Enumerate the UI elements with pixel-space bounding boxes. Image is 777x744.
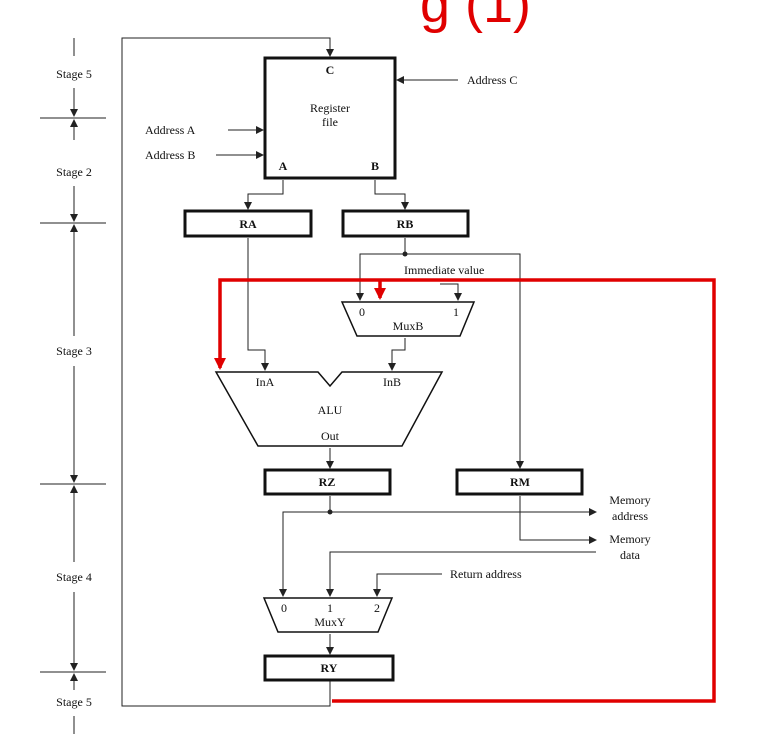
stage-timeline: Stage 5 Stage 2 Stage 3 Stage 4 Stage 5	[40, 38, 106, 734]
memory-data-label: data	[620, 548, 641, 562]
muxb-label: MuxB	[393, 319, 424, 333]
mux-y	[262, 597, 394, 633]
port-c-label: C	[326, 63, 335, 77]
stage-label: Stage 4	[56, 570, 92, 584]
rm-to-memory-data	[519, 496, 597, 544]
register-file: C Register file A B	[263, 56, 397, 180]
register-ry	[263, 654, 395, 682]
alu-in-a: InA	[256, 375, 275, 389]
memory-to-muxy-1	[326, 551, 596, 597]
return-address-label: Return address	[450, 567, 522, 581]
register-ra	[183, 209, 313, 238]
rf-to-ra	[244, 180, 284, 210]
register-file-box	[263, 56, 397, 180]
register-rm-label: RM	[510, 475, 530, 489]
muxb-to-alu	[388, 338, 406, 371]
stage-label: Stage 2	[56, 165, 92, 179]
return-address-to-muxy-2	[373, 573, 442, 597]
register-file-title: file	[322, 115, 338, 129]
alu-in-b: InB	[383, 375, 401, 389]
register-ra-label: RA	[239, 217, 257, 231]
register-rz-label: RZ	[319, 475, 336, 489]
register-rz	[263, 468, 392, 496]
address-b-label: Address B	[145, 148, 195, 162]
title-fragment: g (1)	[420, 0, 531, 34]
muxb-input-0: 0	[359, 305, 365, 319]
muxy-input-1: 1	[327, 601, 333, 615]
address-a-label: Address A	[145, 123, 196, 137]
alu-out-label: Out	[321, 429, 340, 443]
immediate-to-muxb-1	[440, 283, 462, 301]
stage-label: Stage 5	[56, 67, 92, 81]
stage-label: Stage 3	[56, 344, 92, 358]
memory-data-label: Memory	[609, 532, 650, 546]
muxy-input-2: 2	[374, 601, 380, 615]
alu	[214, 371, 444, 447]
register-rb-label: RB	[397, 217, 414, 231]
register-file-title: Register	[310, 101, 350, 115]
muxb-input-1: 1	[453, 305, 459, 319]
register-ry-label: RY	[321, 661, 338, 675]
port-b-label: B	[371, 159, 379, 173]
stage-label: Stage 5	[56, 695, 92, 709]
memory-address-label: Memory	[609, 493, 650, 507]
ra-to-alu	[247, 238, 269, 371]
rz-to-muxy-0	[279, 511, 330, 597]
rb-to-muxb-0	[356, 253, 405, 301]
register-rb	[341, 209, 470, 238]
memory-address-label: address	[612, 509, 648, 523]
rb-to-rm	[405, 253, 524, 469]
immediate-value-label: Immediate value	[404, 263, 484, 277]
writeback-path	[121, 37, 334, 707]
alu-label: ALU	[318, 403, 343, 417]
muxy-label: MuxY	[314, 615, 346, 629]
muxy-input-0: 0	[281, 601, 287, 615]
address-c-label: Address C	[467, 73, 517, 87]
rf-to-rb	[374, 180, 409, 210]
port-a-label: A	[279, 159, 288, 173]
forwarding-path-to-alu	[214, 278, 716, 703]
mux-b	[340, 301, 476, 337]
register-rm	[455, 468, 584, 496]
